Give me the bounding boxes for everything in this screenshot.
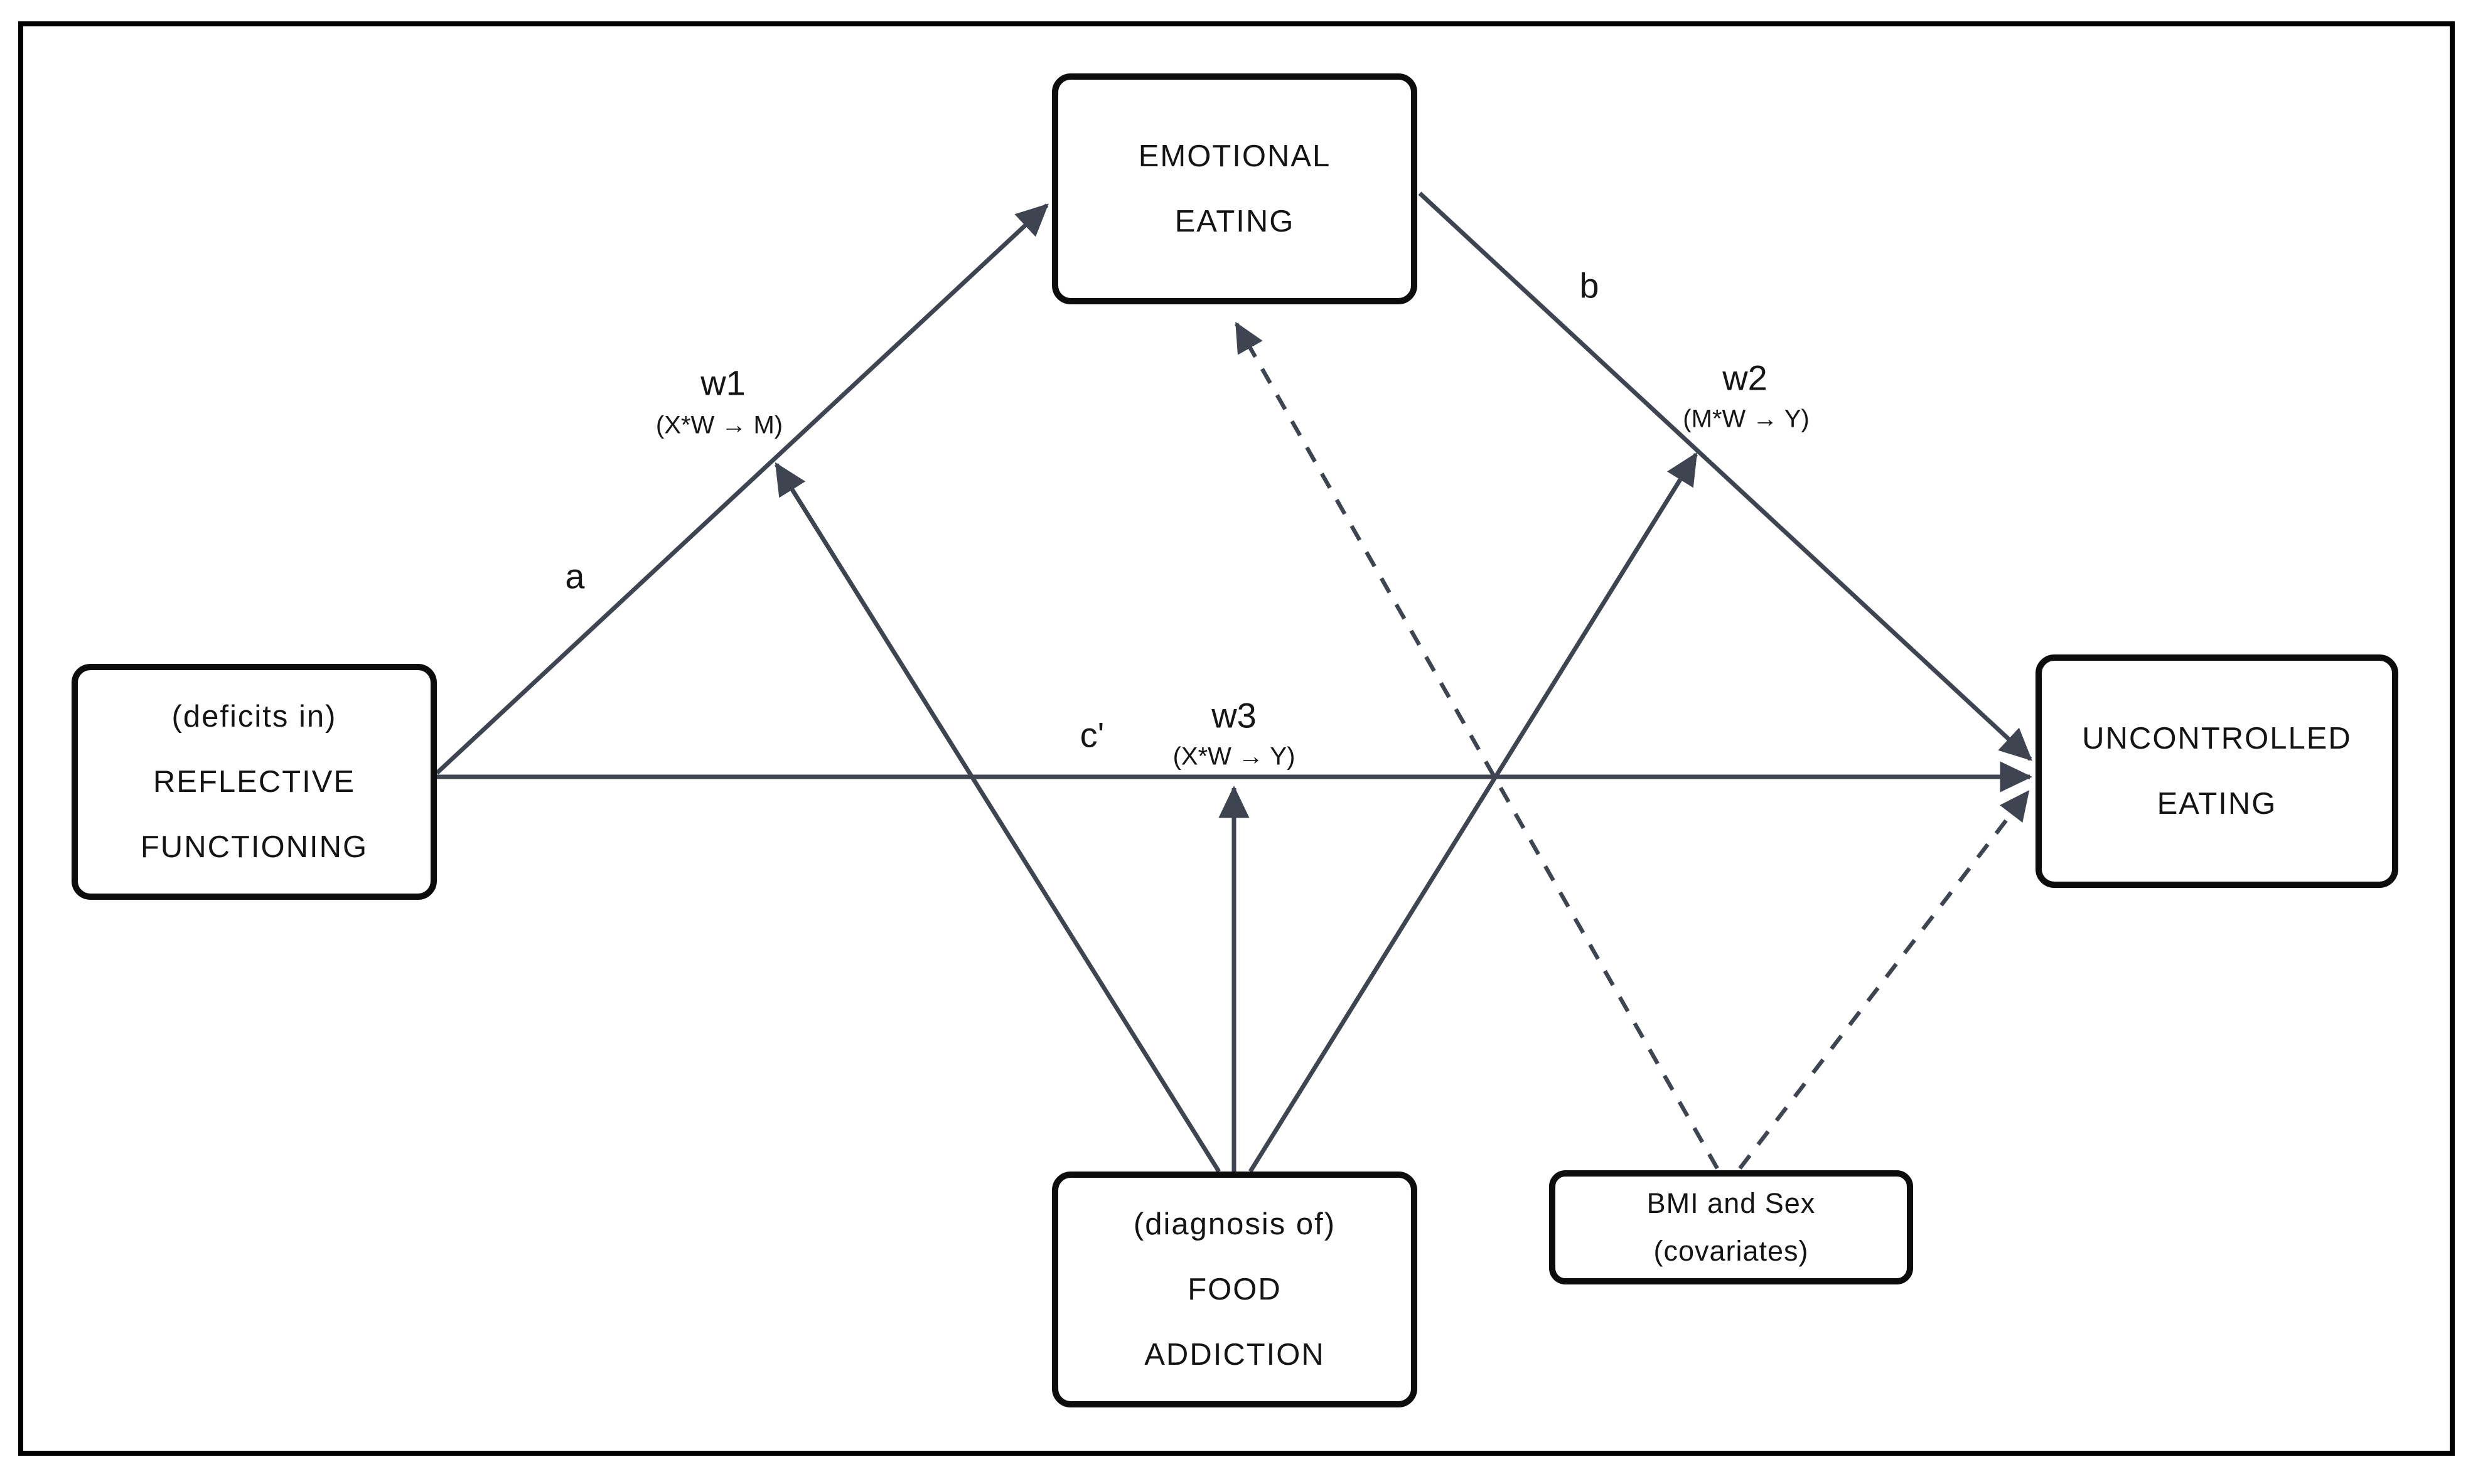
label-path-w2: w2 [1722, 358, 1767, 398]
label-path-w1-formula: (X*W → M) [655, 411, 783, 439]
edge-w1 [775, 462, 1221, 1173]
node-emotional-eating: EMOTIONAL EATING [1052, 73, 1417, 304]
node-food-addiction: (diagnosis of) FOOD ADDICTION [1052, 1172, 1417, 1407]
label-path-b: b [1579, 265, 1599, 306]
figure-border [18, 21, 2455, 1456]
node-reflective-functioning-label: (deficits in) REFLECTIVE FUNCTIONING [140, 700, 368, 864]
label-path-w2-formula: (M*W → Y) [1683, 405, 1810, 433]
edge-b [1418, 191, 2032, 761]
node-reflective-functioning: (deficits in) REFLECTIVE FUNCTIONING [72, 664, 437, 900]
node-covariates: BMI and Sex (covariates) [1549, 1170, 1913, 1284]
label-path-w3-formula: (X*W → Y) [1172, 742, 1295, 771]
node-emotional-eating-label: EMOTIONAL EATING [1138, 139, 1331, 238]
edge-covariates-to-uncontrolled-eating [1738, 790, 2030, 1170]
label-path-w3: w3 [1211, 695, 1257, 735]
edge-w2 [1248, 452, 1698, 1173]
node-covariates-label: BMI and Sex (covariates) [1646, 1187, 1816, 1267]
label-path-a: a [565, 556, 585, 596]
label-path-w1: w1 [700, 363, 746, 403]
node-uncontrolled-eating-label: UNCONTROLLED EATING [2082, 722, 2352, 821]
edge-covariates-to-emotional-eating [1235, 321, 1719, 1170]
node-uncontrolled-eating: UNCONTROLLED EATING [2035, 654, 2398, 888]
node-food-addiction-label: (diagnosis of) FOOD ADDICTION [1133, 1207, 1336, 1372]
edge-a [435, 203, 1049, 775]
label-path-c-prime: c' [1080, 715, 1105, 755]
